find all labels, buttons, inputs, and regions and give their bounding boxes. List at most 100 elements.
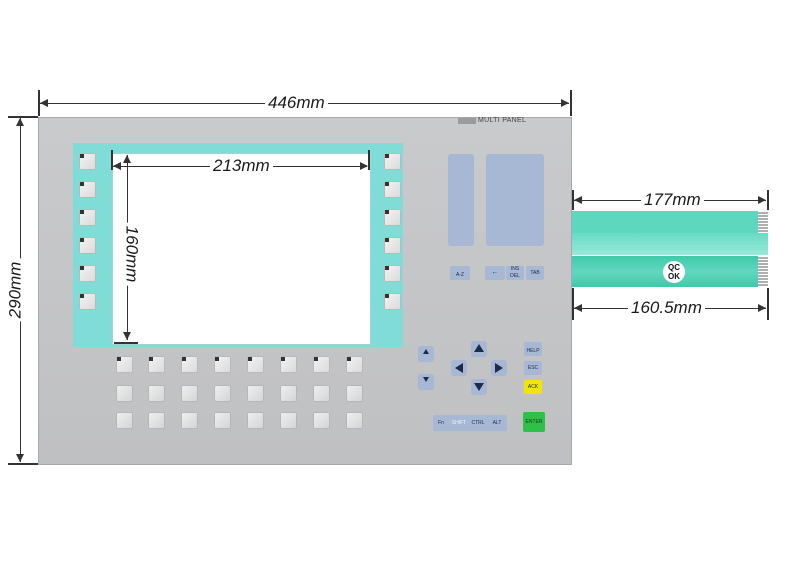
- arrow-down-icon: [474, 383, 484, 391]
- num-key-20[interactable]: [531, 216, 540, 225]
- num-key-9[interactable]: [489, 186, 498, 195]
- num-key-10[interactable]: [503, 186, 512, 195]
- num-key-21[interactable]: [489, 231, 498, 240]
- function-key-left-1[interactable]: [79, 153, 96, 170]
- tab-key[interactable]: TAB: [526, 266, 544, 280]
- function-key-bottom-7[interactable]: [313, 356, 330, 373]
- num-key-6[interactable]: [503, 171, 512, 180]
- num-key-18[interactable]: [503, 216, 512, 225]
- numeric-keypad: [486, 154, 544, 246]
- num-key-4[interactable]: [531, 156, 540, 165]
- width-tick-right: [570, 90, 572, 116]
- num-key-3[interactable]: [517, 156, 526, 165]
- num-key-24[interactable]: [531, 231, 540, 240]
- enter-key[interactable]: ENTER: [523, 412, 545, 432]
- ribbon-top-tick-right: [767, 190, 769, 210]
- page-up-key[interactable]: [418, 346, 434, 362]
- az-key[interactable]: A-Z: [450, 266, 470, 280]
- height-tick-top: [8, 116, 38, 118]
- softkey-r2-6[interactable]: [280, 412, 297, 429]
- screen-window: [112, 153, 371, 345]
- softkey-r1-8[interactable]: [346, 385, 363, 402]
- alpha-key-2[interactable]: [462, 156, 471, 165]
- alpha-key-11[interactable]: [451, 228, 460, 237]
- alpha-key-10[interactable]: [462, 212, 471, 221]
- alpha-key-6[interactable]: [462, 184, 471, 193]
- num-key-12[interactable]: [531, 186, 540, 195]
- ribbon-bottom-label: 160.5mm: [628, 299, 705, 317]
- softkey-r1-7[interactable]: [313, 385, 330, 402]
- alpha-key-9[interactable]: [451, 212, 460, 221]
- num-key-8[interactable]: [531, 171, 540, 180]
- arrow-left-key[interactable]: [451, 360, 467, 376]
- fn-key[interactable]: Fn: [438, 420, 444, 426]
- num-key-2[interactable]: [503, 156, 512, 165]
- function-key-right-1[interactable]: [384, 153, 401, 170]
- num-key-5[interactable]: [489, 171, 498, 180]
- num-key-22[interactable]: [503, 231, 512, 240]
- arrow-down-key[interactable]: [471, 379, 487, 395]
- function-key-bottom-3[interactable]: [181, 356, 198, 373]
- function-key-bottom-5[interactable]: [247, 356, 264, 373]
- softkey-r2-4[interactable]: [214, 412, 231, 429]
- softkey-r1-3[interactable]: [181, 385, 198, 402]
- softkey-r2-5[interactable]: [247, 412, 264, 429]
- num-key-15[interactable]: [517, 201, 526, 210]
- num-key-1[interactable]: [489, 156, 498, 165]
- alpha-key-3[interactable]: [451, 170, 460, 179]
- num-key-7[interactable]: [517, 171, 526, 180]
- num-key-13[interactable]: [489, 201, 498, 210]
- function-key-bottom-8[interactable]: [346, 356, 363, 373]
- function-key-bottom-6[interactable]: [280, 356, 297, 373]
- arrow-up-key[interactable]: [471, 341, 487, 357]
- softkey-r2-2[interactable]: [148, 412, 165, 429]
- function-key-right-2[interactable]: [384, 181, 401, 198]
- function-key-left-5[interactable]: [79, 265, 96, 282]
- function-key-bottom-2[interactable]: [148, 356, 165, 373]
- alpha-key-12[interactable]: [462, 228, 471, 237]
- function-key-left-6[interactable]: [79, 293, 96, 310]
- alpha-key-1[interactable]: [451, 156, 460, 165]
- softkey-r2-3[interactable]: [181, 412, 198, 429]
- alt-key[interactable]: ALT: [492, 420, 502, 426]
- function-key-bottom-1[interactable]: [116, 356, 133, 373]
- width-tick-left: [38, 90, 40, 116]
- alpha-key-5[interactable]: [451, 184, 460, 193]
- backspace-key[interactable]: ←: [485, 266, 505, 280]
- num-key-17[interactable]: [489, 216, 498, 225]
- shift-key[interactable]: SHIFT: [451, 420, 467, 426]
- function-key-left-4[interactable]: [79, 237, 96, 254]
- alpha-key-7[interactable]: [451, 198, 460, 207]
- function-key-right-3[interactable]: [384, 209, 401, 226]
- del-label: DEL: [510, 273, 520, 279]
- function-key-right-4[interactable]: [384, 237, 401, 254]
- softkey-r2-8[interactable]: [346, 412, 363, 429]
- alpha-key-8[interactable]: [462, 198, 471, 207]
- softkey-r1-1[interactable]: [116, 385, 133, 402]
- ack-key[interactable]: ACK: [524, 380, 542, 394]
- esc-key[interactable]: ESC: [524, 361, 542, 375]
- function-key-bottom-4[interactable]: [214, 356, 231, 373]
- num-key-11[interactable]: [517, 186, 526, 195]
- arrow-left-icon: [455, 363, 463, 373]
- num-key-23[interactable]: [517, 231, 526, 240]
- alpha-key-4[interactable]: [462, 170, 471, 179]
- softkey-r2-7[interactable]: [313, 412, 330, 429]
- ctrl-key[interactable]: CTRL: [471, 420, 485, 426]
- num-key-16[interactable]: [531, 201, 540, 210]
- softkey-r1-4[interactable]: [214, 385, 231, 402]
- num-key-19[interactable]: [517, 216, 526, 225]
- function-key-right-5[interactable]: [384, 265, 401, 282]
- page-down-key[interactable]: [418, 374, 434, 390]
- function-key-right-6[interactable]: [384, 293, 401, 310]
- arrow-right-key[interactable]: [491, 360, 507, 376]
- help-key[interactable]: HELP: [524, 342, 542, 356]
- num-key-14[interactable]: [503, 201, 512, 210]
- softkey-r2-1[interactable]: [116, 412, 133, 429]
- softkey-r1-5[interactable]: [247, 385, 264, 402]
- softkey-r1-2[interactable]: [148, 385, 165, 402]
- softkey-r1-6[interactable]: [280, 385, 297, 402]
- function-key-left-3[interactable]: [79, 209, 96, 226]
- function-key-left-2[interactable]: [79, 181, 96, 198]
